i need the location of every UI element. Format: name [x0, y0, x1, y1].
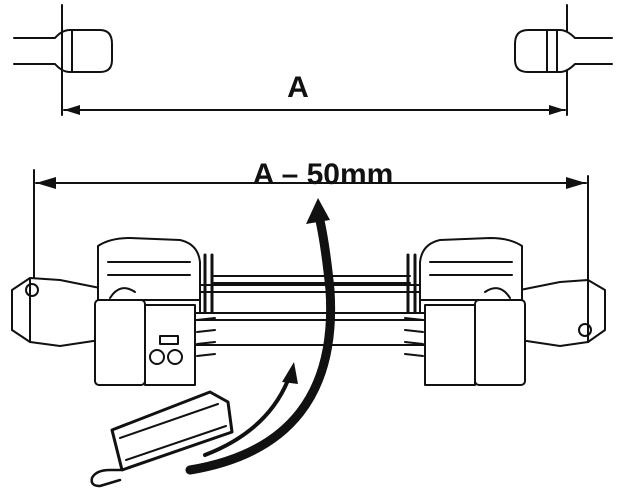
telescopic-tube [189, 275, 431, 346]
curved-arrow-icon [185, 198, 336, 475]
dimension-label-a-minus-50: A – 50mm [253, 158, 394, 191]
right-implement-shaft [514, 4, 613, 116]
hacksaw-icon [90, 390, 234, 488]
left-tractor-shaft [13, 4, 113, 116]
dimension-label-a: A [287, 71, 309, 104]
dimension-line-a-minus-50 [33, 169, 589, 293]
dimension-line-a [63, 105, 566, 115]
right-yoke-assembly [404, 237, 606, 386]
left-yoke-assembly [11, 237, 216, 386]
